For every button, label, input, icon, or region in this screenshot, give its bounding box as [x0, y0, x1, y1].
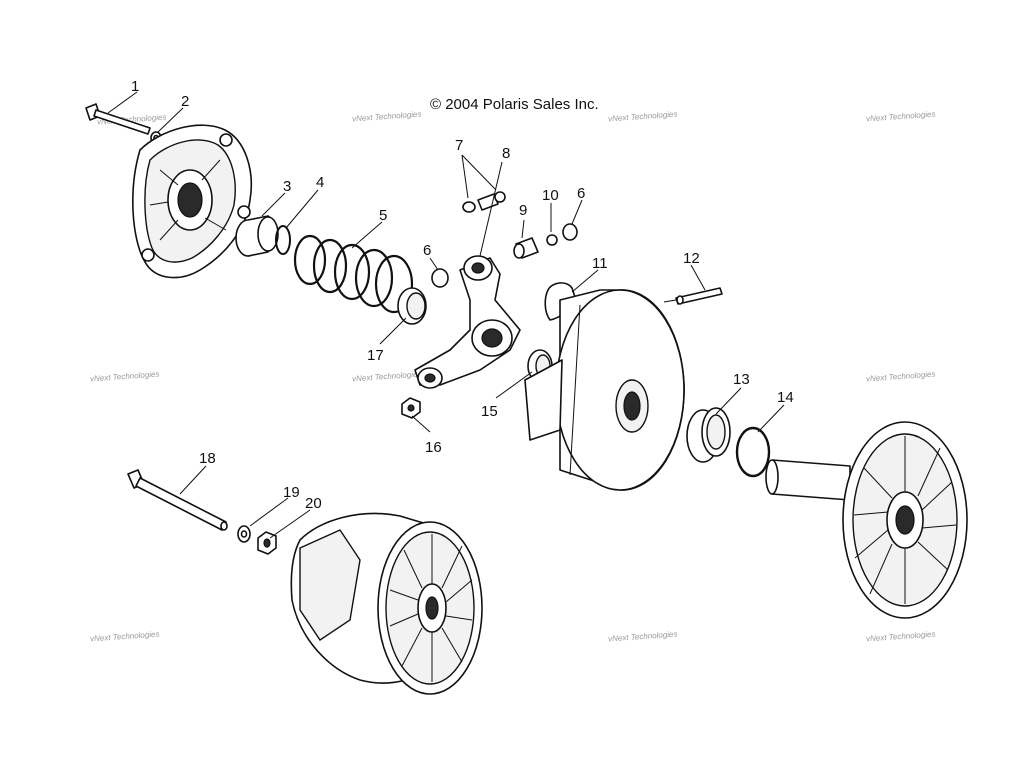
part-13-bushing — [686, 407, 731, 463]
callout-15: 15 — [481, 403, 498, 420]
callout-18: 18 — [199, 450, 216, 467]
callout-7: 7 — [455, 137, 463, 154]
part-12-pin — [663, 287, 723, 305]
callout-19: 19 — [283, 484, 300, 501]
callout-5: 5 — [379, 207, 387, 224]
fixed-sheave — [765, 421, 968, 619]
part-3-bushing — [235, 215, 279, 257]
part-16-nut — [401, 397, 421, 419]
callout-3: 3 — [283, 178, 291, 195]
part-1-bolt — [85, 103, 151, 135]
callout-11: 11 — [592, 255, 608, 272]
callout-6: 6 — [423, 242, 431, 259]
part-4-snap-ring — [275, 225, 291, 255]
part-17-ring — [397, 287, 427, 325]
moveable-sheave — [524, 289, 685, 491]
part-5-spring — [293, 234, 414, 314]
callout-12: 12 — [683, 250, 700, 267]
cover-plate — [132, 124, 253, 279]
callout-leaders — [107, 91, 785, 539]
part-18-bolt — [127, 469, 228, 531]
part-19-washer — [237, 525, 251, 543]
spider-arm — [414, 255, 521, 389]
part-7-8-pin — [462, 191, 506, 213]
callout-1: 1 — [131, 78, 139, 95]
part-14-ring — [735, 426, 771, 478]
part-10-washer — [546, 234, 558, 246]
callout-4: 4 — [316, 174, 324, 191]
assembled-clutch — [290, 512, 483, 695]
callout-labels: 1 2 3 4 5 6 6 7 8 9 10 11 12 13 14 15 16… — [131, 78, 794, 512]
callout-17: 17 — [367, 347, 384, 364]
part-9-pin — [513, 237, 539, 259]
callout-9: 9 — [519, 202, 527, 219]
part-6-roller-right — [562, 223, 578, 241]
callout-16: 16 — [425, 439, 442, 456]
callout-8: 8 — [502, 145, 510, 162]
callout-2: 2 — [181, 93, 189, 110]
callout-13: 13 — [733, 371, 750, 388]
part-6-roller — [431, 268, 449, 288]
callout-10: 10 — [542, 187, 559, 204]
callout-20: 20 — [305, 495, 322, 512]
callout-14: 14 — [777, 389, 794, 406]
callout-6b: 6 — [577, 185, 585, 202]
copyright-notice: © 2004 Polaris Sales Inc. — [430, 96, 599, 113]
